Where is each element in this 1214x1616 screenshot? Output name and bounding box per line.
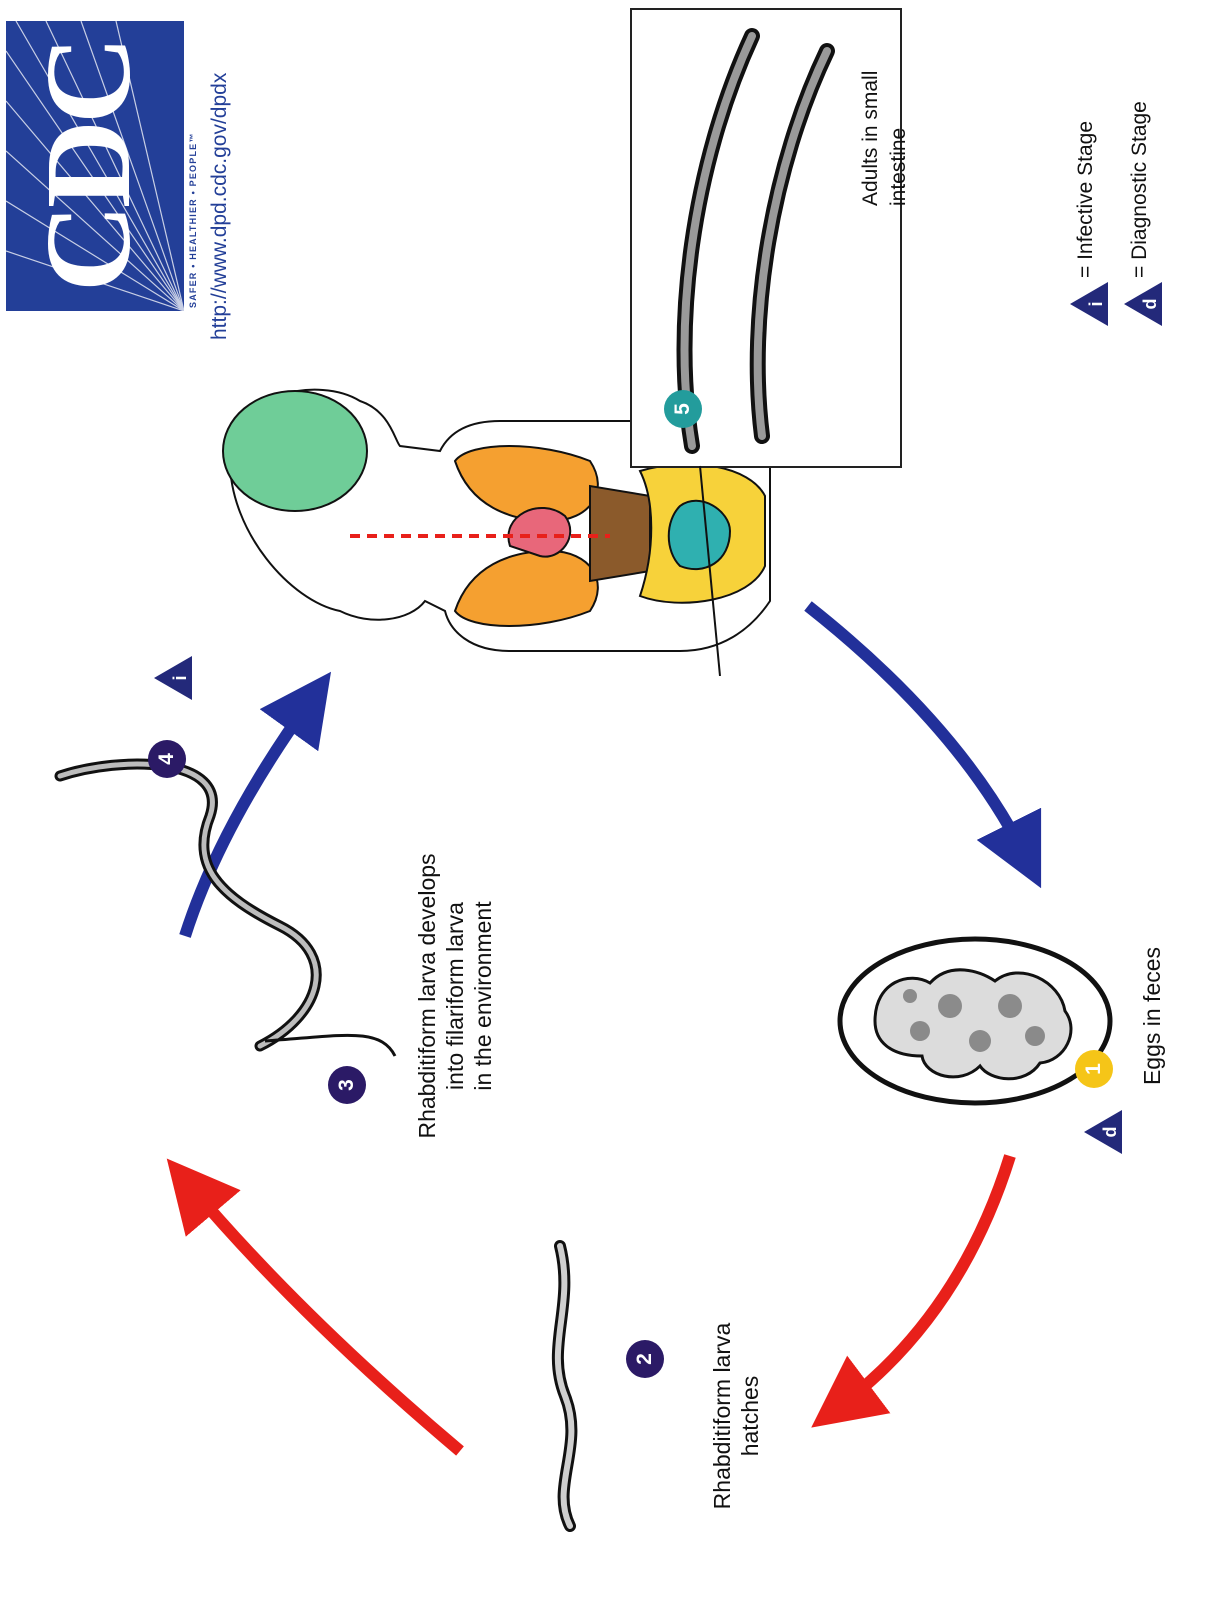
stage-1-label: Eggs in feces	[1138, 926, 1166, 1106]
stage-3-label: Rhabditiform larva develops into filarif…	[413, 816, 497, 1176]
stage-3-badge: 3	[328, 1066, 366, 1104]
arrow-larva-to-filariform	[190, 1186, 460, 1451]
stage-1-badge: 1	[1075, 1050, 1113, 1088]
stage-4-badge: 4	[148, 740, 186, 778]
legend: i = Infective Stage d = Diagnostic Stage	[1060, 6, 1180, 326]
stage-5-label: Adults in small intestine	[857, 16, 913, 206]
stage-2-label: Rhabditiform larva hatches	[708, 1276, 764, 1556]
stage-3-label-line-3: in the environment	[469, 816, 497, 1176]
egg-icon	[830, 931, 1120, 1111]
legend-infective-row: i = Infective Stage	[1064, 6, 1112, 326]
stage-5-badge: 5	[664, 390, 702, 428]
stage-5-label-text: Adults in small intestine	[859, 71, 910, 206]
stage-3-label-line-1: Rhabditiform larva develops	[413, 816, 441, 1176]
infective-stage-marker-icon: i	[150, 656, 194, 700]
stage-2-label-line-2: hatches	[736, 1276, 764, 1556]
arrow-eggs-to-larva	[840, 1156, 1010, 1406]
diagnostic-stage-marker-icon: d	[1080, 1110, 1124, 1154]
legend-infective-letter: i	[1086, 301, 1106, 306]
stage-2-badge: 2	[626, 1340, 664, 1378]
legend-infective-text: = Infective Stage	[1074, 121, 1098, 278]
stage-3-label-line-2: into filariform larva	[441, 816, 469, 1176]
rhabditiform-larva-icon	[525, 1236, 605, 1536]
filariform-larva-icon	[20, 736, 410, 1076]
legend-diagnostic-letter: d	[1140, 299, 1160, 310]
stage-1-label-line: Eggs in feces	[1138, 926, 1166, 1106]
legend-infective-icon: i	[1066, 282, 1110, 326]
stage-2-label-line-1: Rhabditiform larva	[708, 1276, 736, 1556]
inset-pointer-line	[690, 456, 750, 676]
legend-diagnostic-icon: d	[1120, 282, 1164, 326]
legend-diagnostic-text: = Diagnostic Stage	[1128, 101, 1152, 278]
legend-diagnostic-row: d = Diagnostic Stage	[1118, 6, 1166, 326]
diagnostic-marker-letter: d	[1100, 1127, 1120, 1138]
infective-marker-letter: i	[170, 675, 190, 680]
